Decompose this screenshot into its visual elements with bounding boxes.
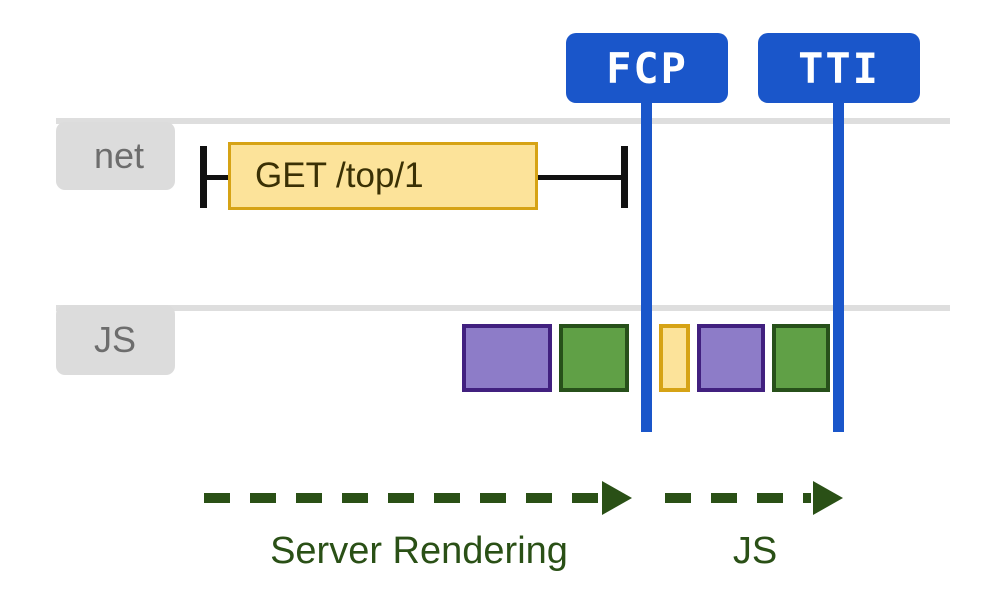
network-request-bar[interactable]: GET /top/1	[228, 142, 538, 210]
js-task-block-1[interactable]	[462, 324, 552, 392]
phase-label-server-rendering: Server Rendering	[270, 530, 568, 572]
phase-label-js: JS	[732, 530, 778, 572]
js-task-block-4[interactable]	[697, 324, 765, 392]
request-end-cap-net	[621, 146, 628, 208]
lane-label-js: JS	[56, 305, 175, 375]
request-start-cap-net	[200, 146, 207, 208]
lane-label-js-text: JS	[94, 319, 137, 360]
milestone-badge-fcp[interactable]: FCP	[566, 33, 728, 103]
milestone-badge-tti[interactable]: TTI	[758, 33, 920, 103]
lane-track-js	[56, 305, 950, 311]
milestone-stem-fcp	[641, 100, 652, 124]
milestone-badge-fcp-label: FCP	[606, 43, 688, 93]
js-task-block-3[interactable]	[659, 324, 690, 392]
lane-track-net	[56, 118, 950, 124]
js-task-block-2[interactable]	[559, 324, 629, 392]
milestone-badge-tti-label: TTI	[798, 43, 880, 93]
phase-arrow-js	[665, 481, 845, 515]
milestone-line-tti	[833, 118, 844, 432]
milestone-line-fcp	[641, 118, 652, 432]
lane-label-net-text: net	[94, 135, 145, 176]
js-task-block-5[interactable]	[772, 324, 830, 392]
milestone-stem-tti	[833, 100, 844, 124]
network-request-label: GET /top/1	[255, 156, 424, 195]
phase-arrow-server-rendering	[204, 481, 634, 515]
lane-label-net: net	[56, 122, 175, 190]
